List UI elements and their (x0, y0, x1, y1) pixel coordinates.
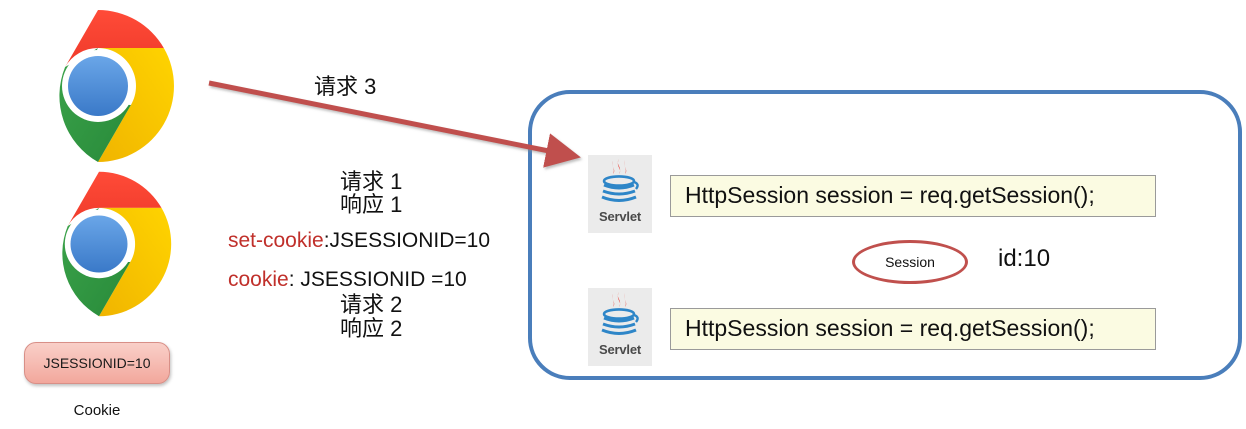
label-response2: 响应 2 (336, 316, 407, 342)
header-set-cookie-value: :JSESSIONID=10 (323, 229, 491, 252)
header-set-cookie: set-cookie:JSESSIONID=10 (228, 229, 490, 253)
servlet-icon-top: Servlet (588, 155, 652, 233)
java-cup-icon (601, 159, 639, 202)
server-container (528, 90, 1242, 380)
session-node: Session (852, 240, 968, 284)
session-id-label: id:10 (998, 245, 1051, 272)
cookie-store-caption: Cookie (73, 402, 121, 419)
servlet-caption-bottom: Servlet (599, 342, 641, 357)
header-set-cookie-key: set-cookie (228, 229, 324, 252)
servlet-caption-top: Servlet (599, 209, 641, 224)
code-box-bottom: HttpSession session = req.getSession(); (670, 308, 1156, 350)
header-cookie: cookie: JSESSIONID =10 (228, 268, 467, 292)
code-box-top: HttpSession session = req.getSession(); (670, 175, 1156, 217)
label-response1: 响应 1 (336, 192, 407, 218)
session-node-label: Session (885, 254, 935, 270)
servlet-icon-bottom: Servlet (588, 288, 652, 366)
header-cookie-key: cookie (228, 268, 289, 291)
label-request1: 请求 1 (336, 169, 407, 195)
header-cookie-value: : JSESSIONID =10 (288, 268, 467, 291)
label-request3: 请求 3 (310, 74, 381, 100)
cookie-store-chip: JSESSIONID=10 (24, 342, 170, 384)
chrome-logo-icon-bottom (23, 168, 175, 320)
cookie-store-value: JSESSIONID=10 (43, 355, 151, 371)
arrow-request3 (208, 80, 581, 168)
chrome-logo-icon-top (18, 6, 178, 166)
label-request2: 请求 2 (336, 292, 407, 318)
java-cup-icon (601, 292, 639, 335)
